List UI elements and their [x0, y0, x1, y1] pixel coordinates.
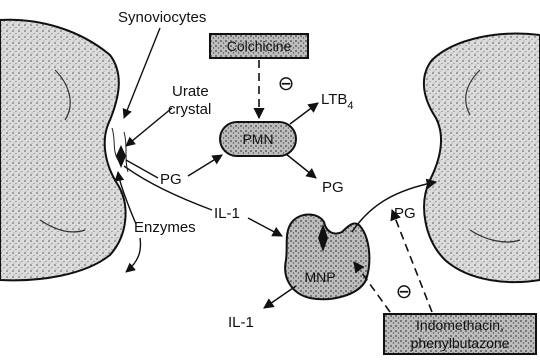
synoviocytes-arrow	[124, 28, 160, 118]
right-bone	[424, 34, 540, 283]
colchicine-label: Colchicine	[227, 38, 292, 54]
left-bone	[0, 20, 126, 281]
il1-mid-label: IL-1	[214, 205, 240, 222]
crystal-label: crystal	[168, 101, 211, 118]
il1-to-mnp-arrow	[248, 218, 282, 236]
urate-label: Urate	[172, 83, 209, 100]
pg-to-pmn-arrow	[188, 155, 222, 176]
pmn-to-ltb4-arrow	[290, 103, 318, 124]
minus-symbol-bottom: ⊖	[396, 281, 413, 303]
urate-crystal-arrow	[126, 108, 172, 146]
synoviocytes-label: Synoviocytes	[118, 9, 206, 26]
pmn-to-pg-arrow	[286, 154, 316, 178]
phenylbutazone-label: phenylbutazone	[411, 335, 510, 351]
ltb4-label: LTB4	[321, 91, 354, 112]
pg-right-label: PG	[394, 205, 416, 222]
mnp-label: MNP	[304, 269, 335, 285]
mnp-to-il1-arrow	[264, 286, 296, 308]
enzymes-arrow-down	[126, 238, 140, 272]
crystal-to-pg-line	[126, 160, 158, 178]
mnp-cell	[285, 215, 369, 300]
indomethacin-label: Indomethacin,	[416, 317, 504, 333]
minus-symbol-top: ⊖	[278, 73, 295, 95]
enzymes-label: Enzymes	[134, 219, 196, 236]
pmn-label: PMN	[242, 131, 273, 147]
il1-bottom-label: IL-1	[228, 314, 254, 331]
pg-left-label: PG	[160, 171, 182, 188]
urate-crystal-left	[116, 145, 126, 168]
pg-mid-label: PG	[322, 179, 344, 196]
